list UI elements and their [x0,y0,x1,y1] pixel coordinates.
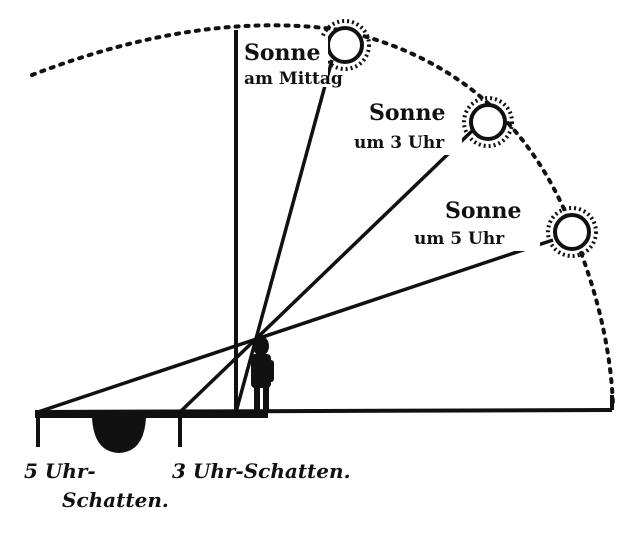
label-bg-noon [238,37,328,87]
sun-5-label-line2: um 5 Uhr [414,229,505,249]
ray-noon [234,59,334,413]
ground-shadow-blob [92,418,146,453]
sun-3-label-line1: Sonne [369,100,446,126]
shadow-3-label: 3 Uhr-Schatten. [172,459,351,483]
person-figure [251,336,274,410]
sun-5-uhr-icon [546,206,598,258]
sun-path-arc [30,23,615,407]
shadow-5-label-line1: 5 Uhr- [24,459,96,483]
sun-3-uhr-icon [462,96,514,148]
label-bg-5 [412,193,540,251]
ray-3-uhr [178,128,475,414]
sun-noon-label-line1: Sonne [244,40,321,66]
sun-5-label-line1: Sonne [445,198,522,224]
sun-3-label-line2: um 3 Uhr [354,133,445,153]
ray-5-uhr [37,238,554,414]
label-bg-3 [352,97,462,155]
shadow-5-label-line2: Schatten. [62,488,169,512]
sun-noon-label-line2: am Mittag [244,69,343,89]
